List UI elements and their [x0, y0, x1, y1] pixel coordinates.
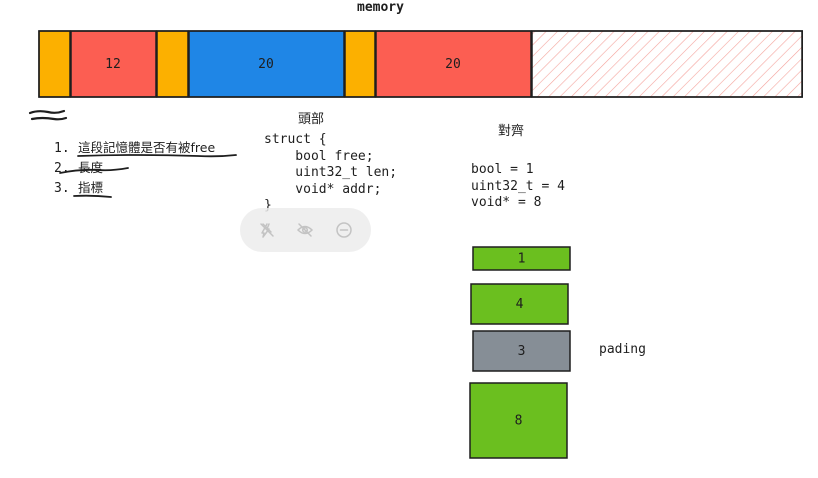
memory-segment — [156, 30, 189, 98]
alignment-block-label: 1 — [518, 252, 526, 267]
memory-segment-label: 12 — [105, 57, 121, 72]
code-line: } — [264, 198, 272, 213]
minimize-button[interactable] — [332, 218, 356, 242]
list-text: 指標 — [78, 180, 104, 195]
memory-segment — [188, 30, 345, 98]
alignment-block-label: 8 — [515, 414, 523, 429]
code-line: struct { — [264, 132, 327, 147]
memory-bar-outline — [38, 30, 803, 98]
list-item: 3. 指標 — [54, 178, 215, 198]
alignment-label: 對齊 — [498, 124, 525, 139]
scribble-mark — [28, 109, 66, 115]
memory-segment-label: 20 — [258, 57, 274, 72]
hide-button[interactable] — [293, 218, 317, 242]
padding-label: pading — [599, 342, 646, 357]
memory-segment — [344, 30, 376, 98]
type-size-line: void* = 8 — [471, 195, 542, 210]
memory-title: memory — [357, 0, 404, 15]
list-number: 2. — [54, 161, 70, 176]
list-item: 1. 這段記憶體是否有被free — [54, 138, 215, 158]
floating-toolbar — [240, 208, 371, 252]
memory-segment — [70, 30, 157, 98]
code-line: uint32_t len; — [264, 165, 398, 180]
minus-circle-icon — [336, 222, 352, 238]
struct-code: struct { bool free; uint32_t len; void* … — [264, 132, 397, 215]
alignment-blocks: 1 4 3 8 — [469, 246, 571, 459]
type-sizes: bool = 1 uint32_t = 4 void* = 8 — [471, 162, 565, 212]
memory-segment-label: 20 — [445, 57, 461, 72]
code-line: bool free; — [264, 148, 374, 164]
alignment-block — [469, 382, 568, 459]
alignment-block-label: 4 — [516, 297, 524, 312]
memory-segments: 12 20 20 — [38, 30, 803, 98]
alignment-block — [472, 330, 571, 372]
scribble-mark — [30, 116, 68, 121]
list-text: 這段記憶體是否有被free — [78, 140, 216, 155]
eye-off-icon — [297, 223, 314, 237]
memory-free-segment — [531, 30, 803, 98]
type-size-line: bool = 1 — [471, 162, 534, 177]
alignment-block — [472, 246, 571, 271]
type-size-line: uint32_t = 4 — [471, 178, 565, 194]
list-number: 3. — [54, 181, 70, 196]
list-number: 1. — [54, 141, 70, 156]
laser-off-button[interactable] — [255, 218, 279, 242]
code-line: void* addr; — [264, 181, 382, 197]
header-fields-list: 1. 這段記憶體是否有被free 2. 長度 3. 指標 — [54, 138, 215, 198]
header-label: 頭部 — [298, 112, 325, 127]
list-item: 2. 長度 — [54, 158, 215, 178]
list-text: 長度 — [78, 160, 104, 175]
alignment-block-label: 3 — [518, 344, 526, 359]
memory-segment — [38, 30, 71, 98]
alignment-block — [470, 283, 569, 325]
laser-off-icon — [260, 223, 274, 238]
memory-bar: 12 20 20 — [38, 30, 803, 98]
